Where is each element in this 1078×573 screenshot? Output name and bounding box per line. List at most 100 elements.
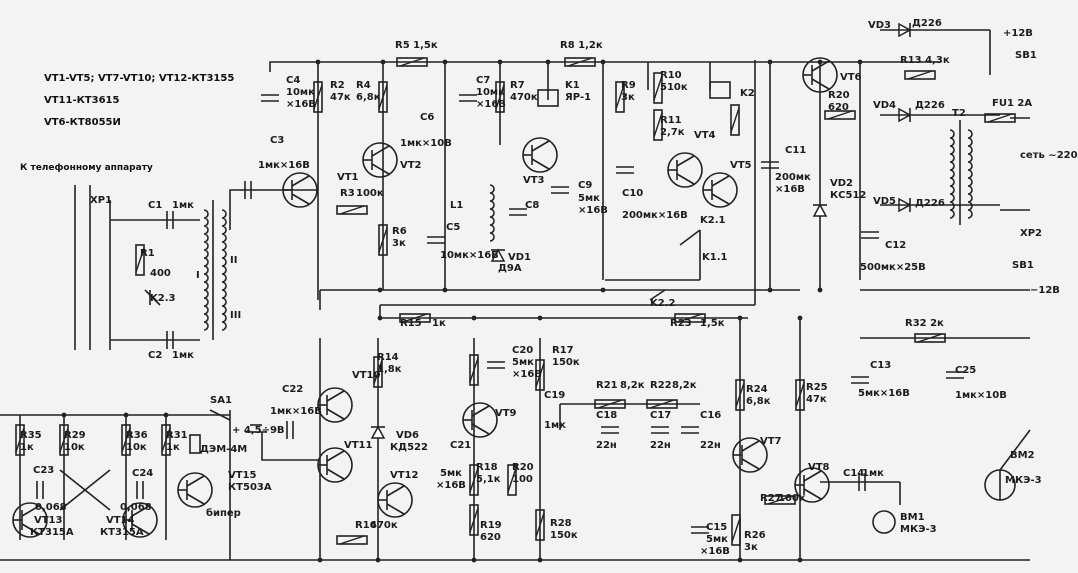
- circuit-wiring: [0, 22, 1031, 563]
- label-r24v: 6,8к: [746, 396, 771, 407]
- label-c7v2: ×16В: [476, 99, 506, 110]
- label-vt14: VT14: [106, 515, 135, 526]
- label-c9v2: ×16В: [578, 205, 608, 216]
- label-r3v: 100к: [356, 188, 384, 199]
- label-r27: R27: [760, 493, 782, 504]
- label-c23v: 0,068: [35, 502, 67, 513]
- label-r10v: 510к: [660, 82, 688, 93]
- label-r32: R32 2к: [905, 318, 944, 329]
- label-vt1: VT1: [337, 172, 359, 183]
- wire: [741, 458, 760, 470]
- label-vd1: VD1: [508, 252, 531, 263]
- label-r28: R28: [550, 518, 572, 529]
- label-d226a: Д226: [912, 18, 942, 29]
- resistor-symbol: [904, 70, 936, 80]
- label-r11v: 2,7к: [660, 127, 685, 138]
- label-c25: C25: [955, 365, 977, 376]
- junction-dot: [442, 287, 448, 293]
- label-r2v: 47к: [330, 92, 351, 103]
- label-c21: C21: [450, 440, 472, 451]
- junction-dot: [767, 287, 773, 293]
- label-c25v: 1мк×10В: [955, 390, 1007, 401]
- resistor-marking: [615, 84, 625, 110]
- diode-symbol: [490, 248, 506, 262]
- resistor-symbol: [653, 109, 663, 141]
- wire: [209, 409, 231, 421]
- label-c23: C23: [33, 465, 55, 476]
- junction-dot: [123, 412, 129, 418]
- winding-symbol: [967, 129, 973, 219]
- relay-coil-symbol: [709, 81, 731, 99]
- resistor-symbol: [336, 205, 368, 215]
- label-r17: R17: [552, 345, 574, 356]
- label-bat: + 4,5÷9В: [232, 425, 285, 436]
- resistor-symbol: [730, 104, 740, 136]
- label-r20av: 620: [828, 102, 849, 113]
- resistor-marking: [59, 427, 69, 453]
- label-r18: R18: [476, 462, 498, 473]
- junction-dot: [471, 557, 477, 563]
- label-r9v: 3к: [621, 92, 635, 103]
- label-plus12: +12В: [1003, 28, 1033, 39]
- label-beep: бипер: [206, 508, 241, 519]
- label-r7: R7: [510, 80, 525, 91]
- label-c9: C9: [578, 180, 593, 191]
- label-vt6: VT6: [840, 72, 862, 83]
- label-c6v: 1мк×10В: [400, 138, 452, 149]
- relay-coil-symbol: [537, 89, 559, 107]
- label-r25: R25: [806, 382, 828, 393]
- junction-dot: [600, 59, 606, 65]
- wire: [131, 523, 150, 535]
- wire: [326, 390, 345, 402]
- label-c5: C5: [446, 222, 461, 233]
- resistor-marking: [399, 57, 425, 67]
- wire: [186, 475, 205, 487]
- wire: [21, 523, 40, 535]
- label-vt3: VT3: [523, 175, 545, 186]
- label-r14v: 1,8к: [377, 364, 402, 375]
- label-r15: R15: [400, 318, 422, 329]
- label-c20v: 5мк: [512, 357, 534, 368]
- label-r36: R36: [126, 430, 148, 441]
- resistor-marking: [402, 313, 428, 323]
- label-vd3: VD3: [868, 20, 891, 31]
- winding-symbol: [949, 129, 955, 219]
- label-c24: C24: [132, 468, 154, 479]
- junction-dot: [767, 59, 773, 65]
- label-c20: C20: [512, 345, 534, 356]
- label-t2: T2: [952, 108, 966, 119]
- label-vt11: VT11: [344, 440, 373, 451]
- label-vt5: VT5: [730, 160, 752, 171]
- junction-dot: [317, 557, 323, 563]
- wire: [371, 163, 390, 175]
- label-c19: C19: [544, 390, 566, 401]
- resistor-symbol: [161, 424, 171, 456]
- wire: [131, 505, 150, 517]
- label-sa1: SA1: [210, 395, 232, 406]
- label-r11: R11: [660, 115, 682, 126]
- label-r29v: 10к: [64, 442, 85, 453]
- transistor-note-3: VT6-КТ8055И: [44, 117, 121, 128]
- resistor-symbol: [914, 333, 946, 343]
- label-r3: R3: [340, 188, 355, 199]
- label-bm2: BM2: [1010, 450, 1035, 461]
- label-c7: C7: [476, 75, 491, 86]
- label-c19v: 1мк: [544, 420, 566, 431]
- junction-dot: [545, 59, 551, 65]
- label-vt9: VT9: [495, 408, 517, 419]
- label-r28v: 150к: [550, 530, 578, 541]
- label-r19: R19: [480, 520, 502, 531]
- label-c13: C13: [870, 360, 892, 371]
- label-r35v: 1к: [20, 442, 34, 453]
- label-c22v: 1мк×16В: [270, 406, 322, 417]
- label-k1v: ЯР-1: [565, 92, 592, 103]
- resistor-symbol: [564, 57, 596, 67]
- resistor-symbol: [495, 81, 505, 113]
- label-sb1a: SB1: [1015, 50, 1037, 61]
- label-c18v: 22н: [596, 440, 617, 451]
- resistor-marking: [161, 427, 171, 453]
- wire: [291, 175, 310, 187]
- label-c11v: 200мк: [775, 172, 811, 183]
- label-c16: C16: [700, 410, 722, 421]
- label-c17: C17: [650, 410, 672, 421]
